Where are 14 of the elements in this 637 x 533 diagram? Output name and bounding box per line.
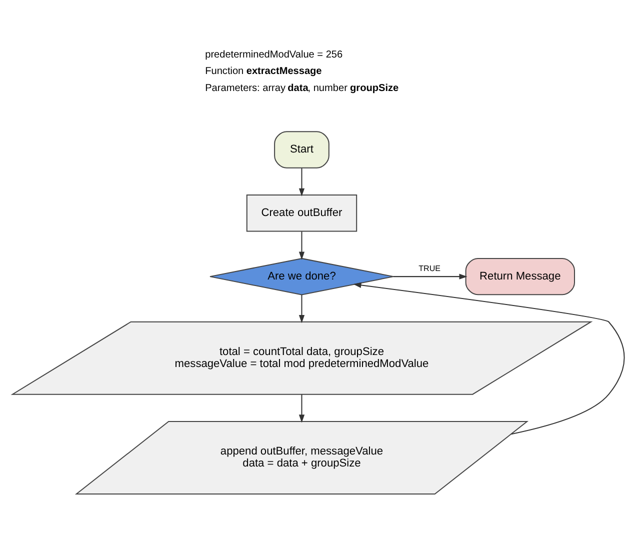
node-diamond: Are we done? bbox=[209, 258, 394, 296]
node-box: Create outBuffer bbox=[246, 194, 358, 232]
arrow bbox=[298, 168, 305, 196]
edge-label: TRUE bbox=[418, 264, 441, 273]
label: predeterminedModValue = 256 bbox=[205, 50, 343, 61]
node-box: Return Message bbox=[465, 258, 575, 296]
label: Function extractMessage bbox=[205, 66, 322, 77]
arrow bbox=[353, 282, 625, 435]
arrow bbox=[298, 232, 305, 260]
arrow bbox=[393, 274, 468, 280]
node-box: Start bbox=[274, 131, 330, 168]
arrow bbox=[298, 394, 305, 423]
label: Parameters: array data, number groupSize bbox=[205, 82, 399, 94]
arrow bbox=[298, 294, 305, 324]
